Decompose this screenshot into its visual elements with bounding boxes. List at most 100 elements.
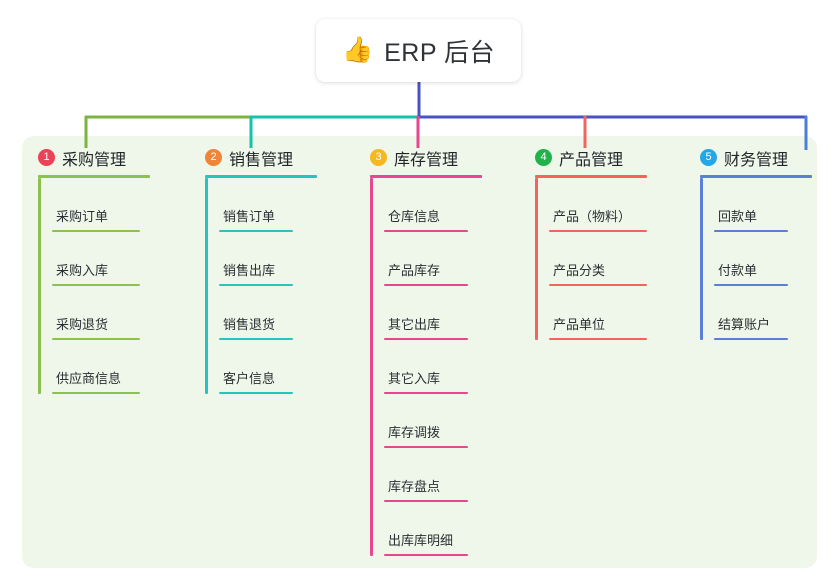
branch-header-2[interactable]: 2 销售管理 [205, 146, 317, 169]
branch-item-label: 库存调拨 [388, 425, 441, 440]
branch-item-label: 产品库存 [388, 263, 441, 278]
branch-header-1[interactable]: 1 采购管理 [38, 146, 150, 169]
branch-index-badge: 1 [38, 149, 55, 166]
branch-item-label: 出库库明细 [388, 533, 454, 548]
branch-item[interactable]: 回款单 [714, 178, 812, 232]
branch-item-rule [52, 392, 140, 394]
branch-item-rule [384, 284, 468, 286]
branch-item-label: 回款单 [718, 209, 758, 224]
branch-item[interactable]: 库存调拨 [384, 394, 482, 448]
branch-item-rule [52, 230, 140, 232]
branch-item[interactable]: 付款单 [714, 232, 812, 286]
branch-column-3: 3 库存管理仓库信息产品库存其它出库其它入库库存调拨库存盘点出库库明细 [370, 146, 482, 556]
branch-item-label: 仓库信息 [388, 209, 441, 224]
root-node[interactable]: 👍 ERP 后台 [316, 19, 521, 82]
branch-item-label: 客户信息 [223, 371, 276, 386]
branch-header-4[interactable]: 4 产品管理 [535, 146, 647, 169]
branch-item[interactable]: 出库库明细 [384, 502, 482, 556]
branch-item-rule [549, 338, 647, 340]
branch-item[interactable]: 采购入库 [52, 232, 150, 286]
branch-title: 财务管理 [724, 151, 789, 169]
branch-items: 仓库信息产品库存其它出库其它入库库存调拨库存盘点出库库明细 [370, 178, 482, 556]
branch-item-rule [52, 338, 140, 340]
branch-item[interactable]: 其它出库 [384, 286, 482, 340]
branch-item[interactable]: 库存盘点 [384, 448, 482, 502]
branch-item[interactable]: 产品库存 [384, 232, 482, 286]
branch-index-badge: 3 [370, 149, 387, 166]
branch-header-rule [700, 175, 812, 178]
branch-item-rule [219, 230, 293, 232]
branch-header-rule [205, 175, 317, 178]
branch-item-rule [219, 392, 293, 394]
thumbs-up-icon: 👍 [341, 36, 374, 64]
branch-item-label: 销售退货 [223, 317, 276, 332]
branch-item[interactable]: 销售出库 [219, 232, 317, 286]
branch-item-label: 产品单位 [553, 317, 606, 332]
branch-item-rule [549, 284, 647, 286]
branch-index-badge: 4 [535, 149, 552, 166]
branches-panel [22, 136, 817, 568]
branch-item-label: 销售出库 [223, 263, 276, 278]
branch-item[interactable]: 产品单位 [549, 286, 647, 340]
branch-title: 库存管理 [394, 151, 459, 169]
branch-item-rule [384, 554, 468, 556]
branch-header-rule [38, 175, 150, 178]
branch-column-1: 1 采购管理采购订单采购入库采购退货供应商信息 [38, 146, 150, 394]
branch-item[interactable]: 采购订单 [52, 178, 150, 232]
branch-item[interactable]: 采购退货 [52, 286, 150, 340]
branch-item[interactable]: 结算账户 [714, 286, 812, 340]
branch-item[interactable]: 供应商信息 [52, 340, 150, 394]
branch-header-rule [535, 175, 647, 178]
branch-items: 采购订单采购入库采购退货供应商信息 [38, 178, 150, 394]
branch-item-label: 产品分类 [553, 263, 606, 278]
branch-spine [700, 178, 703, 340]
branch-item-rule [549, 230, 647, 232]
branch-item-label: 库存盘点 [388, 479, 441, 494]
branch-item[interactable]: 产品（物料） [549, 178, 647, 232]
branch-items: 销售订单销售出库销售退货客户信息 [205, 178, 317, 394]
branch-index-badge: 2 [205, 149, 222, 166]
branch-item[interactable]: 仓库信息 [384, 178, 482, 232]
branch-item-rule [219, 338, 293, 340]
branch-item-rule [384, 338, 468, 340]
branch-item[interactable]: 销售退货 [219, 286, 317, 340]
branch-item-rule [384, 392, 468, 394]
branch-spine [205, 178, 208, 394]
branch-item-label: 采购订单 [56, 209, 109, 224]
branch-header-rule [370, 175, 482, 178]
branch-item-rule [384, 446, 468, 448]
branch-item[interactable]: 其它入库 [384, 340, 482, 394]
branch-title: 产品管理 [559, 151, 624, 169]
branch-item-rule [714, 284, 788, 286]
root-title: ERP 后台 [384, 38, 496, 67]
branch-spine [370, 178, 373, 556]
branch-item-label: 采购退货 [56, 317, 109, 332]
branch-item-rule [219, 284, 293, 286]
branch-item-label: 产品（物料） [553, 209, 632, 224]
branch-column-5: 5 财务管理回款单付款单结算账户 [700, 146, 812, 340]
branch-item[interactable]: 产品分类 [549, 232, 647, 286]
branch-item-label: 销售订单 [223, 209, 276, 224]
branch-items: 回款单付款单结算账户 [700, 178, 812, 340]
branch-item-label: 其它出库 [388, 317, 441, 332]
branch-header-5[interactable]: 5 财务管理 [700, 146, 812, 169]
branch-item-label: 其它入库 [388, 371, 441, 386]
branch-item[interactable]: 客户信息 [219, 340, 317, 394]
branch-item-label: 采购入库 [56, 263, 109, 278]
branch-item-rule [52, 284, 140, 286]
branch-header-3[interactable]: 3 库存管理 [370, 146, 482, 169]
branch-spine [38, 178, 41, 394]
branch-item-label: 付款单 [718, 263, 758, 278]
branch-item-label: 供应商信息 [56, 371, 122, 386]
branch-item-rule [384, 230, 468, 232]
branch-column-2: 2 销售管理销售订单销售出库销售退货客户信息 [205, 146, 317, 394]
branch-spine [535, 178, 538, 340]
branch-item-rule [714, 338, 788, 340]
branch-item-label: 结算账户 [718, 317, 771, 332]
branch-item[interactable]: 销售订单 [219, 178, 317, 232]
branch-items: 产品（物料） 产品分类产品单位 [535, 178, 647, 340]
branch-index-badge: 5 [700, 149, 717, 166]
branch-title: 采购管理 [62, 151, 127, 169]
branch-title: 销售管理 [229, 151, 294, 169]
